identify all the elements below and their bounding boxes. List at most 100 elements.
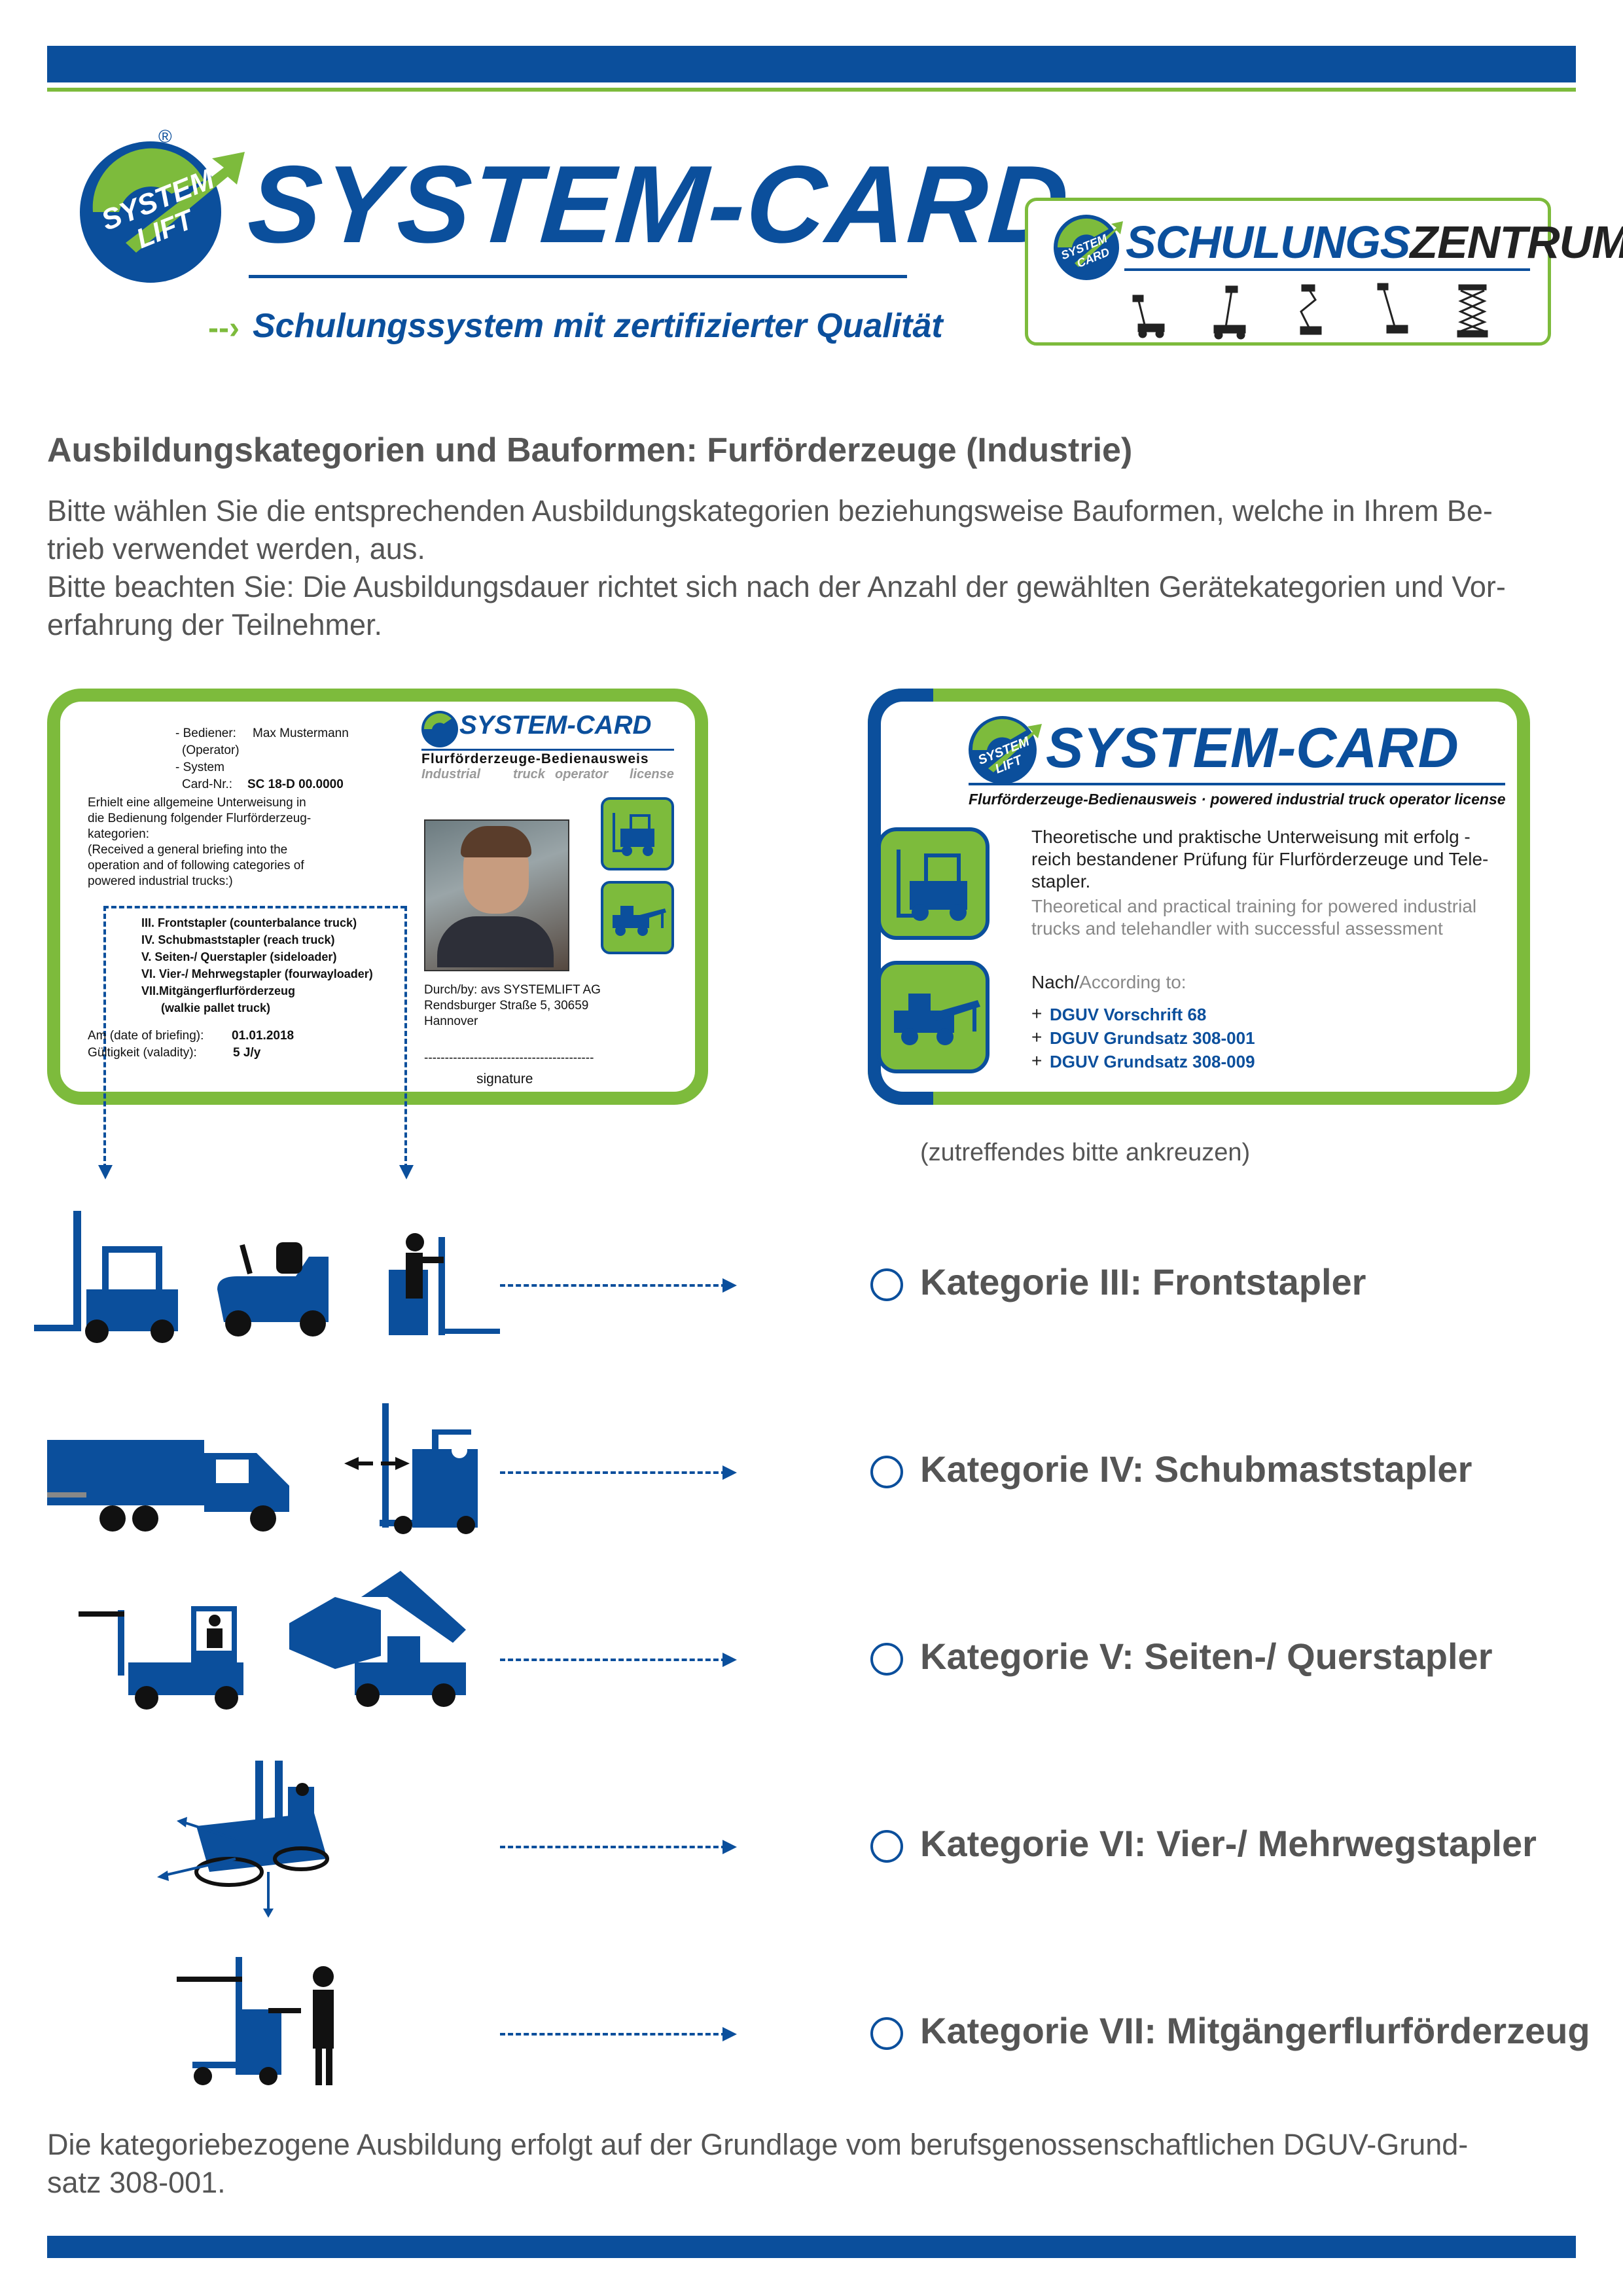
registered-mark: ® [158, 126, 172, 147]
card-by-2: Rendsburger Straße 5, 30659 [424, 999, 589, 1013]
articulated-lift-icon [1300, 284, 1322, 335]
card-back-according: According to: [1079, 972, 1186, 992]
card-back-rule [969, 783, 1505, 785]
counterbalance-forklift-icon [34, 1211, 178, 1343]
card-back-plus-1: + [1031, 1003, 1043, 1024]
mast-lift-icon [1213, 285, 1246, 340]
tow-tractor-icon [217, 1242, 329, 1336]
slogan: Schulungssystem mit zertifizierter Quali… [253, 307, 943, 345]
card-cat-6: VI. Vier-/ Mehrwegstapler (fourwayloader… [141, 967, 373, 980]
sz-part1: SCHULUNGS [1126, 217, 1410, 268]
card-back-de-3: stapler. [1031, 871, 1091, 891]
footer-line-2: satz 308-001. [47, 2166, 226, 2199]
row-4-arrow-head-icon [722, 1465, 737, 1480]
category-4-label: Kategorie IV: Schubmaststapler [920, 1448, 1472, 1490]
row-5-dashed-arrow [500, 1659, 726, 1661]
order-picker-icon [389, 1233, 500, 1335]
card-text-6: powered industrial trucks:) [88, 874, 233, 888]
card-operator-value: Max Mustermann [253, 726, 349, 740]
truck-loading-icon [47, 1440, 289, 1532]
instruction-hint: (zutreffendes bitte ankreuzen) [920, 1139, 1251, 1166]
card-brand-rule [421, 749, 674, 751]
system-lift-logo-icon: SYSTEM LIFT ® [80, 126, 245, 283]
checkbox-category-4[interactable] [870, 1456, 903, 1488]
bracket-top [103, 906, 406, 908]
bracket-right-arrow-icon [399, 1165, 414, 1179]
photo-body [437, 916, 554, 967]
footer-line-1: Die kategoriebezogene Ausbildung erfolgt… [47, 2128, 1469, 2161]
bracket-left [103, 906, 106, 1169]
card-date-label: Am (date of briefing): [88, 1029, 204, 1043]
row-5-arrow-head-icon [722, 1653, 737, 1667]
card-back-subtitle: Flurförderzeuge-Bedienausweis · powered … [969, 791, 1506, 808]
sz-rule [1124, 268, 1530, 271]
card-back-reg-1: DGUV Vorschrift 68 [1050, 1005, 1207, 1024]
card-subtitle-de: Flurförderzeuge-Bedienausweis [421, 751, 649, 766]
card-back-telehandler-icon [877, 961, 990, 1073]
card-system-label: - System [175, 761, 224, 774]
brand-underline [249, 275, 907, 278]
card-cat-4: IV. Schubmaststapler (reach truck) [141, 933, 335, 946]
category-5-label: Kategorie V: Seiten-/ Querstapler [920, 1636, 1493, 1677]
row-6-dashed-arrow [500, 1846, 726, 1848]
card-front [47, 689, 708, 1105]
telescopic-lift-icon [1377, 283, 1408, 334]
row-6-arrow-head-icon [722, 1840, 737, 1854]
sideloader-icon [79, 1606, 243, 1710]
card-subtitle-en-3: operator [555, 767, 609, 781]
card-back-en-1: Theoretical and practical training for p… [1031, 896, 1477, 916]
bracket-left-arrow-icon [98, 1165, 113, 1179]
category-7-label: Kategorie VII: Mitgängerflurförderzeug [920, 2010, 1590, 2051]
card-back-nach: Nach/According to: [1031, 971, 1186, 994]
intro-text: Bitte wählen Sie die entsprechenden Ausb… [47, 492, 1572, 644]
checkbox-category-3[interactable] [870, 1268, 903, 1301]
system-card-badge-icon: SYSTEM CARD [1054, 215, 1123, 280]
card-signature: signature [476, 1071, 533, 1086]
checkbox-category-5[interactable] [870, 1643, 903, 1676]
photo-hair [461, 826, 531, 857]
card-back-reg-2: DGUV Grundsatz 308-001 [1050, 1028, 1255, 1048]
card-text-2: die Bedienung folgender Flurförderzeug- [88, 812, 312, 825]
sz-part2: ZENTRUM [1410, 217, 1623, 268]
card-back-nach-de: Nach/ [1031, 972, 1080, 992]
row-4-dashed-arrow [500, 1471, 726, 1474]
card-by-1: Durch/by: avs SYSTEMLIFT AG [424, 983, 601, 997]
row-7-arrow-head-icon [722, 2027, 737, 2041]
card-by-3: Hannover [424, 1014, 478, 1028]
card-text-1: Erhielt eine allgemeine Unterweisung in [88, 796, 306, 810]
card-back-de-2: reich bestandener Prüfung für Flurförder… [1031, 849, 1489, 869]
top-blue-bar [47, 46, 1576, 82]
card-back-reg-3: DGUV Grundsatz 308-009 [1050, 1052, 1255, 1071]
boom-lift-icon [1132, 295, 1165, 338]
category-6-label: Kategorie VI: Vier-/ Mehrwegstapler [920, 1823, 1537, 1864]
card-back-de-1: Theoretische und praktische Unterweisung… [1031, 827, 1471, 847]
card-forklift-icon [601, 797, 674, 870]
card-sig-line: ----------------------------------------… [424, 1051, 594, 1065]
bracket-right [404, 906, 407, 1169]
card-valid-value: 5 J/y [233, 1046, 261, 1060]
card-cardno-value: SC 18-D 00.0000 [247, 778, 344, 791]
card-cat-3: III. Frontstapler (counterbalance truck) [141, 916, 357, 929]
checkbox-category-6[interactable] [870, 1830, 903, 1863]
card-back-plus-3: + [1031, 1050, 1043, 1071]
intro-line-2: trieb verwendet werden, aus. [47, 532, 425, 565]
card-date-value: 01.01.2018 [232, 1029, 294, 1043]
intro-line-3: Bitte beachten Sie: Die Ausbildungsdauer… [47, 570, 1506, 603]
fourway-forklift-icon [157, 1761, 329, 1918]
row-3-arrow-head-icon [722, 1278, 737, 1293]
top-green-line [47, 88, 1576, 92]
checkbox-category-7[interactable] [870, 2017, 903, 2050]
card-cardno-label: Card-Nr.: [182, 778, 233, 791]
slogan-arrow-icon: --› [208, 311, 240, 346]
card-back-logo-badge-icon: SYSTEM LIFT [969, 716, 1042, 784]
card-cat-7: VII.Mitgängerflurförderzeug [141, 984, 296, 997]
card-back-forklift-icon [877, 827, 990, 940]
card-cat-5: V. Seiten-/ Querstapler (sideloader) [141, 950, 337, 963]
card-cat-7b: (walkie pallet truck) [161, 1001, 271, 1014]
card-subtitle-en-4: license [630, 767, 674, 781]
row-3-dashed-arrow [500, 1284, 726, 1287]
reach-truck-icon [344, 1403, 478, 1534]
card-back-brand: SYSTEM-CARD [1046, 717, 1459, 780]
platform-icons-row [1132, 283, 1488, 340]
card-back-en-2: trucks and telehandler with successful a… [1031, 918, 1443, 939]
